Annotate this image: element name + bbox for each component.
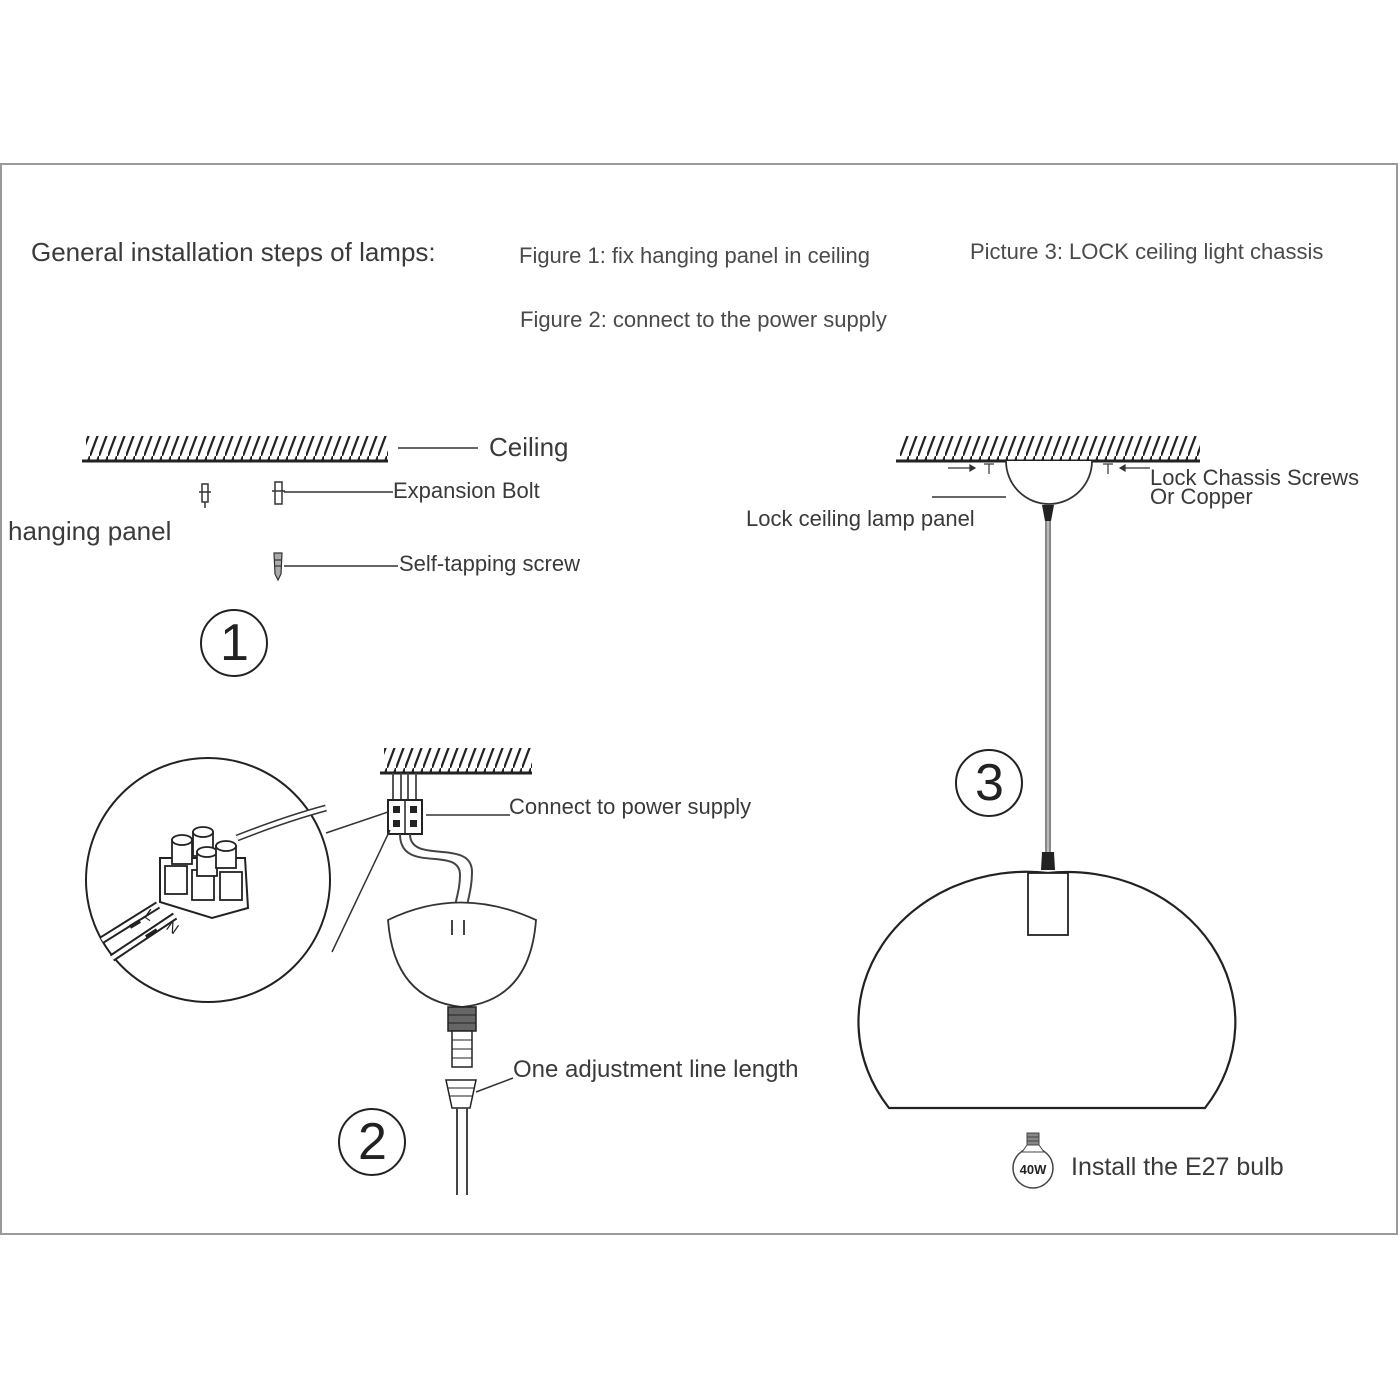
step3-number: 3 xyxy=(975,754,1004,812)
pendant-cord xyxy=(1041,505,1055,870)
or-copper-label: Or Copper xyxy=(1150,484,1253,509)
picture3-caption: Picture 3: LOCK ceiling light chassis xyxy=(970,239,1324,264)
self-tapping-screw-label: Self-tapping screw xyxy=(399,551,580,576)
step2-number-circle xyxy=(338,1108,406,1176)
lock-screw-right-icon xyxy=(1103,463,1150,474)
step2-ceiling xyxy=(380,748,532,775)
bulb-icon xyxy=(1012,1132,1054,1189)
bulb-wattage-label: 40W xyxy=(1020,1162,1047,1177)
adjust-line-label: One adjustment line length xyxy=(513,1056,799,1083)
install-bulb-label: Install the E27 bulb xyxy=(1071,1153,1284,1181)
pendant-cord-lower xyxy=(456,1108,468,1195)
expansion-bolt-icon xyxy=(272,481,285,505)
step1-number: 1 xyxy=(220,614,249,672)
ceiling-canopy-dome xyxy=(1005,460,1093,505)
ceiling-label: Ceiling xyxy=(489,432,569,462)
step2-number: 2 xyxy=(358,1113,387,1171)
step3-number-circle xyxy=(955,749,1023,817)
adjust-line-leader xyxy=(475,1077,514,1093)
expansion-bolt-left-icon xyxy=(199,483,211,508)
step1-ceiling xyxy=(82,436,388,463)
step1-number-circle xyxy=(200,609,268,677)
dome-lampshade xyxy=(857,870,1237,1110)
junction-connector xyxy=(387,799,423,835)
lock-panel-label: Lock ceiling lamp panel xyxy=(746,506,975,531)
diagram-frame xyxy=(0,163,1398,1235)
lock-screw-left-icon xyxy=(948,463,994,474)
page-title: General installation steps of lamps: xyxy=(31,237,436,267)
callout-pointer-lines xyxy=(325,811,391,953)
cord-adjuster xyxy=(445,1079,477,1109)
connect-power-label: Connect to power supply xyxy=(509,794,752,819)
wire-entry xyxy=(451,920,465,935)
supply-wires xyxy=(392,773,417,800)
lock-chassis-screws-label: Lock Chassis Screws xyxy=(1150,465,1360,490)
expansion-bolt-label: Expansion Bolt xyxy=(393,478,540,503)
cord-grip-top xyxy=(447,1006,477,1068)
terminal-block-magnifier xyxy=(85,757,331,1003)
figure1-caption: Figure 1: fix hanging panel in ceiling xyxy=(519,243,871,268)
hanging-panel-label: hanging panel xyxy=(8,516,172,546)
self-tapping-screw-icon xyxy=(273,552,283,582)
step3-ceiling xyxy=(896,436,1200,463)
figure2-caption: Figure 2: connect to the power supply xyxy=(520,307,887,332)
canopy-bowl xyxy=(387,901,537,1008)
